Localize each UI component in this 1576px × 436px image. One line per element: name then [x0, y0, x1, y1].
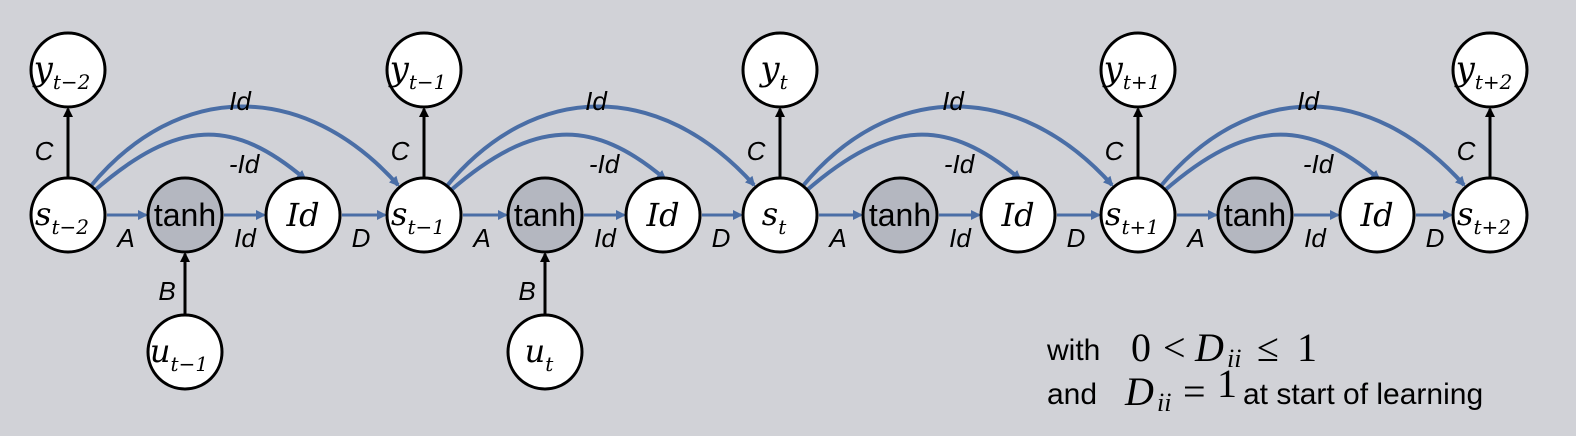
state-node-4: [1451, 176, 1529, 254]
label-B-1: B: [518, 276, 535, 306]
state-node-1: [385, 176, 463, 254]
note-eq: =: [1183, 369, 1206, 414]
label-A-2: A: [827, 223, 846, 253]
tanh-node-0: [146, 176, 224, 254]
tanh-label-3: tanh: [1224, 197, 1286, 233]
state-label-1: st−1: [391, 195, 445, 239]
state-label-2: st: [762, 195, 787, 239]
skip-arc-id-1: [444, 104, 756, 189]
skip-arc-neg-id-1: [448, 132, 667, 193]
id-node-label-3: Id: [1359, 196, 1393, 234]
label-id-3: Id: [1304, 223, 1327, 253]
output-node-4: [1451, 31, 1529, 109]
label-id-2: Id: [949, 223, 972, 253]
label-A-1: A: [471, 223, 490, 253]
label-C-1: C: [391, 136, 410, 166]
input-node-1: [506, 313, 584, 391]
note-D: D: [1195, 325, 1224, 370]
state-label-0: st−2: [35, 195, 89, 239]
output-label-0: yt−2: [32, 49, 91, 94]
output-label-4: yt+2: [1454, 49, 1513, 94]
output-label-1: yt−1: [388, 49, 447, 94]
skip-arc-id-0: [88, 104, 400, 189]
label-D-0: D: [352, 223, 371, 253]
tanh-label-2: tanh: [869, 197, 931, 233]
label-A-0: A: [115, 223, 134, 253]
tanh-label-1: tanh: [514, 197, 576, 233]
state-node-3: [1099, 176, 1177, 254]
skip-arc-id-2: [800, 104, 1114, 189]
id-node-3: [1338, 176, 1416, 254]
label-C-3: C: [1105, 136, 1124, 166]
label-B-0: B: [158, 276, 175, 306]
label-C-4: C: [1457, 136, 1476, 166]
note-lt: <: [1163, 325, 1186, 370]
note-tail: at start of learning: [1243, 378, 1484, 411]
label-skip-id-3: Id: [1297, 86, 1320, 116]
note-sub-ii: ii: [1227, 344, 1242, 373]
label-skip-id-2: Id: [942, 86, 965, 116]
skip-arc-id-3: [1158, 104, 1466, 189]
id-node-label-2: Id: [1000, 196, 1034, 234]
label-skip-neg-id-1: -Id: [589, 149, 621, 179]
label-A-3: A: [1185, 223, 1204, 253]
skip-arc-neg-id-0: [92, 132, 307, 193]
label-C-2: C: [747, 136, 766, 166]
id-node-label-0: Id: [285, 196, 319, 234]
label-id-0: Id: [234, 223, 257, 253]
skip-arc-neg-id-3: [1162, 132, 1381, 193]
output-label-3: yt+1: [1102, 49, 1161, 94]
id-node-1: [624, 176, 702, 254]
note-le: ≤: [1257, 325, 1279, 370]
output-node-1: [385, 31, 463, 109]
skip-arc-neg-id-2: [804, 132, 1022, 193]
tanh-node-1: [506, 176, 584, 254]
label-skip-neg-id-3: -Id: [1303, 149, 1335, 179]
note-zero: 0: [1131, 325, 1151, 370]
constraint-note: with 0 < D ii ≤ 1 and D ii = 1 at start …: [1045, 325, 1565, 428]
state-label-4: st+2: [1457, 195, 1511, 239]
output-node-3: [1099, 31, 1177, 109]
output-node-0: [29, 31, 107, 109]
label-skip-id-0: Id: [229, 86, 252, 116]
label-skip-neg-id-2: -Id: [944, 149, 976, 179]
id-node-0: [264, 176, 342, 254]
output-node-2: [741, 31, 819, 109]
note-sub-ii-2: ii: [1157, 388, 1172, 417]
output-label-2: yt: [758, 49, 788, 94]
note-one: 1: [1297, 325, 1317, 370]
state-node-2: [741, 176, 819, 254]
tanh-node-2: [861, 176, 939, 254]
label-skip-id-1: Id: [585, 86, 608, 116]
note-word-with: with: [1047, 334, 1101, 367]
label-skip-neg-id-0: -Id: [229, 149, 261, 179]
label-D-1: D: [712, 223, 731, 253]
input-node-0: [146, 313, 224, 391]
tanh-label-0: tanh: [154, 197, 216, 233]
input-label-0: ut−1: [150, 332, 208, 376]
state-node-0: [29, 176, 107, 254]
label-D-3: D: [1426, 223, 1445, 253]
state-label-3: st+1: [1105, 195, 1159, 239]
id-node-2: [979, 176, 1057, 254]
id-node-label-1: Id: [645, 196, 679, 234]
note-one-2: 1: [1217, 361, 1237, 406]
label-id-1: Id: [594, 223, 617, 253]
note-word-and: and: [1047, 378, 1098, 411]
label-C-0: C: [35, 136, 54, 166]
label-D-2: D: [1067, 223, 1086, 253]
note-D-2: D: [1125, 369, 1154, 414]
tanh-node-3: [1216, 176, 1294, 254]
input-label-1: ut: [525, 332, 555, 376]
